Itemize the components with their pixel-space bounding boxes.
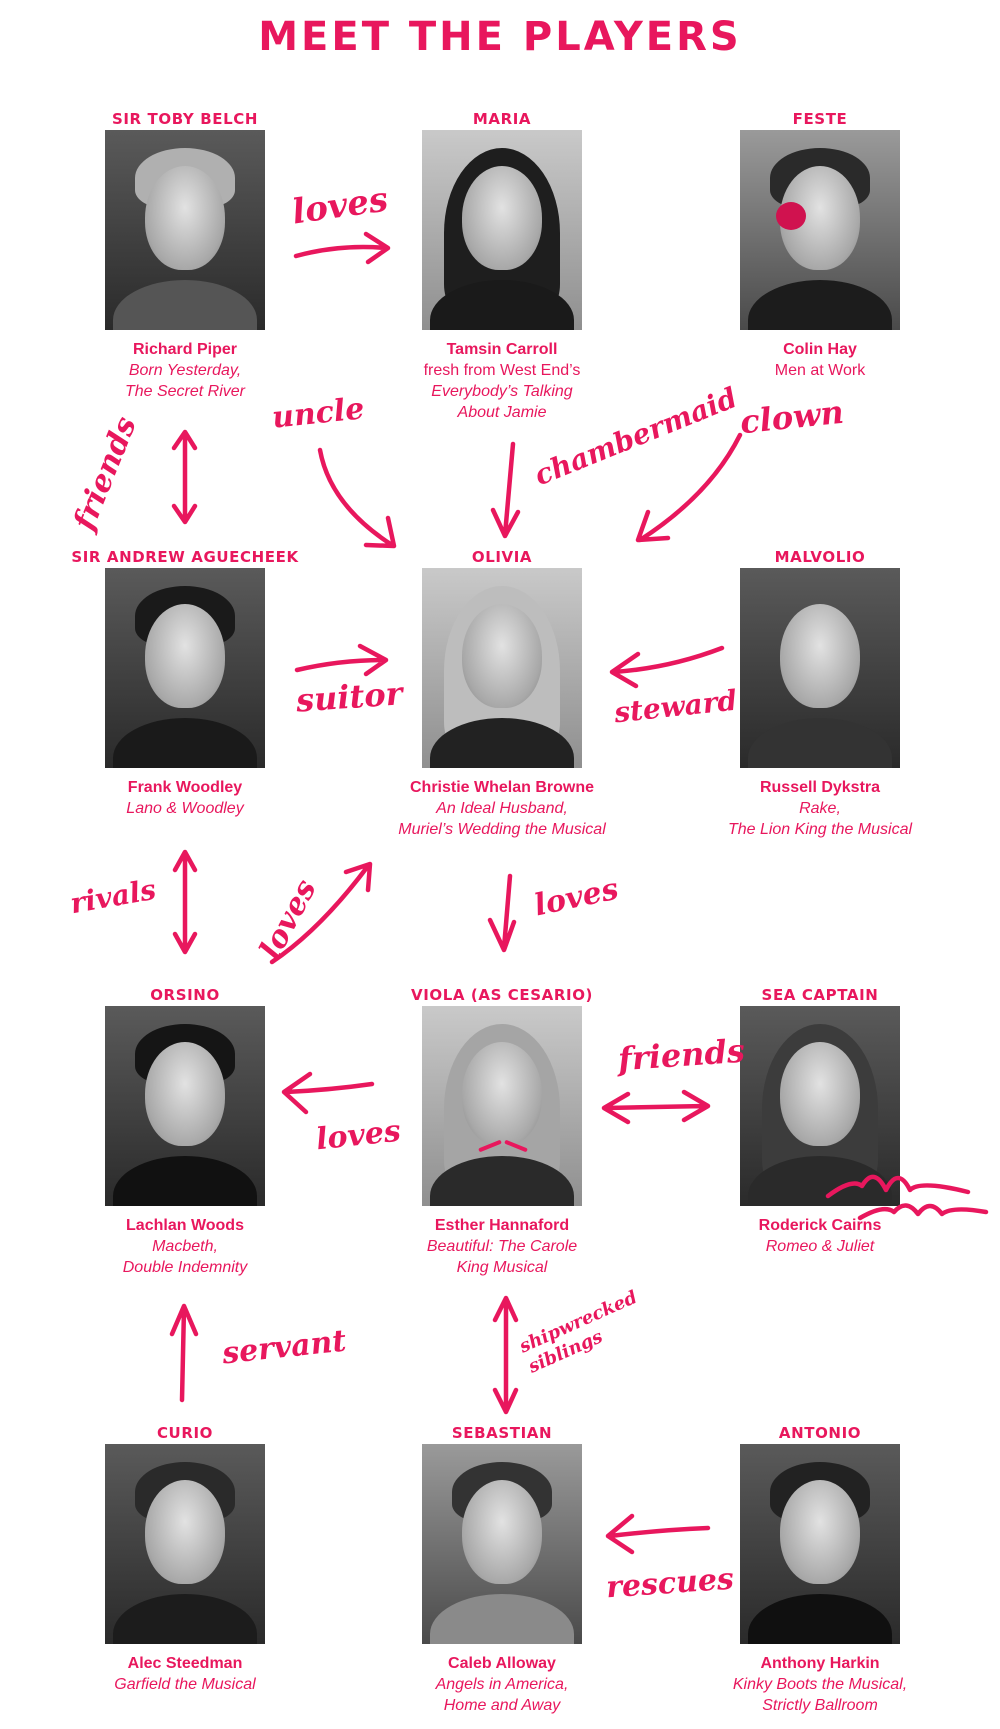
player-card-maria: MARIA Tamsin Carroll fresh from West End… [342, 108, 662, 423]
actor-photo [422, 1444, 582, 1644]
actor-name: Russell Dykstra [759, 779, 881, 796]
actor-credit: Rake, [799, 800, 841, 817]
player-card-curio: CURIO Alec Steedman Garfield the Musical [25, 1422, 345, 1695]
relation-label: clown [738, 392, 846, 442]
actor-photo [105, 568, 265, 768]
clown-nose-icon [776, 202, 806, 230]
actor-credit: Home and Away [443, 1697, 561, 1714]
actor-name: Frank Woodley [127, 779, 243, 796]
actor-name: Esther Hannaford [434, 1217, 570, 1234]
actor-credit: An Ideal Husband, [436, 800, 568, 817]
actor-photo [105, 1444, 265, 1644]
actor-credit: The Lion King the Musical [727, 821, 913, 838]
player-card-sir-andrew-aguecheek: SIR ANDREW AGUECHEEK Frank Woodley Lano … [25, 546, 345, 819]
actor-credit: About Jamie [457, 404, 547, 421]
actor-photo [422, 1006, 582, 1206]
arrow-curve-icon [317, 447, 397, 549]
actor-credit: fresh from West End’s [423, 362, 581, 379]
player-card-orsino: ORSINO Lachlan Woods Macbeth, Double Ind… [25, 984, 345, 1278]
role-name: VIOLA (AS CESARIO) [410, 986, 594, 1004]
actor-credit: Macbeth, [152, 1238, 218, 1255]
page-title: MEET THE PLAYERS [258, 14, 742, 60]
actor-name: Colin Hay [783, 341, 857, 358]
relation-label: rivals [67, 872, 159, 921]
role-name: ANTONIO [778, 1424, 862, 1442]
actor-photo [105, 130, 265, 330]
actor-photo [740, 1006, 900, 1206]
actor-name: Alec Steedman [127, 1655, 243, 1672]
role-name: OLIVIA [471, 548, 533, 566]
actor-photo [105, 1006, 265, 1206]
player-card-viola: VIOLA (AS CESARIO) Esther Hannaford Beau… [342, 984, 662, 1278]
relation-label: servant [220, 1323, 348, 1372]
actor-credit: Strictly Ballroom [762, 1697, 878, 1714]
actor-name: Lachlan Woods [126, 1217, 244, 1234]
actor-credit: Angels in America, [435, 1676, 569, 1693]
actor-credit: Garfield the Musical [114, 1676, 256, 1693]
actor-credit: Romeo & Juliet [765, 1238, 875, 1255]
player-card-sebastian: SEBASTIAN Caleb Alloway Angels in Americ… [342, 1422, 662, 1716]
actor-name: Caleb Alloway [448, 1655, 556, 1672]
relation-label: loves [531, 871, 622, 924]
player-card-feste: FESTE Colin Hay Men at Work [660, 108, 980, 381]
relation-label: loves [253, 873, 324, 966]
arrow-up-icon [169, 1303, 199, 1403]
actor-name: Anthony Harkin [760, 1655, 880, 1672]
relation-label: suitor [294, 674, 404, 720]
player-card-antonio: ANTONIO Anthony Harkin Kinky Boots the M… [660, 1422, 980, 1716]
actor-credit: Born Yesterday, [128, 362, 242, 379]
actor-credit: Muriel’s Wedding the Musical [398, 821, 606, 838]
relation-label: shipwrecked siblings [516, 1286, 641, 1378]
role-name: ORSINO [150, 986, 220, 1004]
actor-photo [422, 130, 582, 330]
actor-credit: Men at Work [774, 362, 866, 379]
role-name: MARIA [472, 110, 532, 128]
arrow-down-icon [490, 441, 521, 539]
actor-photo [740, 1444, 900, 1644]
role-name: SEBASTIAN [451, 1424, 553, 1442]
role-name: SIR TOBY BELCH [111, 110, 259, 128]
role-name: FESTE [792, 110, 848, 128]
player-card-malvolio: MALVOLIO Russell Dykstra Rake, The Lion … [660, 546, 980, 840]
player-card-sir-toby-belch: SIR TOBY BELCH Richard Piper Born Yester… [25, 108, 345, 402]
actor-photo [422, 568, 582, 768]
actor-credit: The Secret River [124, 383, 246, 400]
arrow-curve-icon [635, 432, 743, 543]
actor-credit: Double Indemnity [122, 1259, 248, 1276]
actor-photo [740, 130, 900, 330]
actor-credit: King Musical [456, 1259, 548, 1276]
actor-credit: Beautiful: The Carole [426, 1238, 578, 1255]
actor-photo [740, 568, 900, 768]
actor-name: Christie Whelan Browne [409, 779, 595, 796]
actor-name: Tamsin Carroll [446, 341, 558, 358]
role-name: SEA CAPTAIN [761, 986, 879, 1004]
actor-credit: Kinky Boots the Musical, [732, 1676, 908, 1693]
actor-name: Richard Piper [132, 341, 238, 358]
arrow-double-vertical-icon [492, 1295, 519, 1415]
actor-credit: Lano & Woodley [126, 800, 244, 817]
role-name: CURIO [156, 1424, 214, 1442]
role-name: MALVOLIO [774, 548, 866, 566]
arrow-down-icon [487, 873, 517, 953]
role-name: SIR ANDREW AGUECHEEK [71, 548, 299, 566]
arrow-double-vertical-icon [172, 849, 198, 955]
arrow-double-vertical-icon [171, 429, 198, 525]
player-card-sea-captain: SEA CAPTAIN Roderick Cairns Romeo & Juli… [660, 984, 980, 1257]
relation-label: friends [66, 411, 144, 536]
actor-name: Roderick Cairns [758, 1217, 882, 1234]
actor-credit: Everybody’s Talking [431, 383, 573, 400]
player-card-olivia: OLIVIA Christie Whelan Browne An Ideal H… [342, 546, 662, 840]
